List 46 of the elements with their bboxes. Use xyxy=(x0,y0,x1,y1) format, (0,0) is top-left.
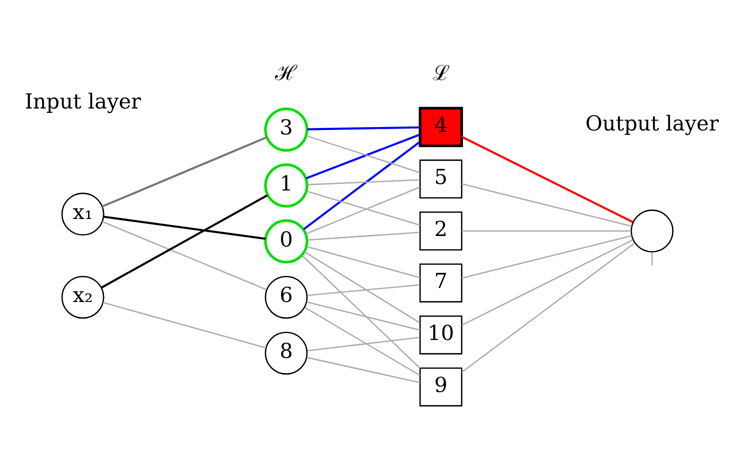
node-circle: 0 xyxy=(264,219,308,264)
connector xyxy=(462,239,634,326)
connector xyxy=(307,126,420,130)
connector xyxy=(306,134,420,180)
connector xyxy=(306,186,420,234)
label: ℋ xyxy=(275,60,298,85)
connector xyxy=(461,242,635,373)
connector xyxy=(462,183,632,227)
node-box: 5 xyxy=(419,160,462,199)
connector xyxy=(102,302,266,348)
connector xyxy=(101,194,268,288)
connector xyxy=(307,179,420,186)
node-circle xyxy=(630,210,674,252)
connector xyxy=(307,232,420,241)
connector xyxy=(306,246,420,278)
connector xyxy=(307,284,420,296)
connector xyxy=(102,136,267,208)
connector xyxy=(306,135,420,174)
connector xyxy=(304,307,420,376)
node-circle: 8 xyxy=(264,332,308,375)
node-circle: 6 xyxy=(264,276,308,319)
node-circle: 1 xyxy=(264,163,308,208)
connector xyxy=(462,235,632,279)
node-box: 7 xyxy=(419,264,462,302)
connector xyxy=(306,190,420,226)
node-box: 4 xyxy=(418,106,463,148)
node-box: 10 xyxy=(419,315,462,354)
connector xyxy=(304,251,420,324)
label: Output layer xyxy=(585,112,719,136)
label: ℒ xyxy=(432,60,450,85)
node-box: 9 xyxy=(419,367,462,406)
connector xyxy=(104,216,266,240)
connector xyxy=(302,254,421,369)
node-circle: x₂ xyxy=(61,276,104,319)
connector xyxy=(461,136,634,223)
connector xyxy=(102,221,267,290)
connector xyxy=(307,336,420,352)
connector xyxy=(651,252,653,266)
node-box: 2 xyxy=(419,212,462,250)
connector xyxy=(303,141,420,230)
connector xyxy=(306,356,420,384)
label: Input layer xyxy=(24,90,141,114)
connector xyxy=(462,230,632,232)
connector xyxy=(306,301,420,331)
node-circle: x₁ xyxy=(61,192,104,236)
node-circle: 3 xyxy=(264,108,308,152)
